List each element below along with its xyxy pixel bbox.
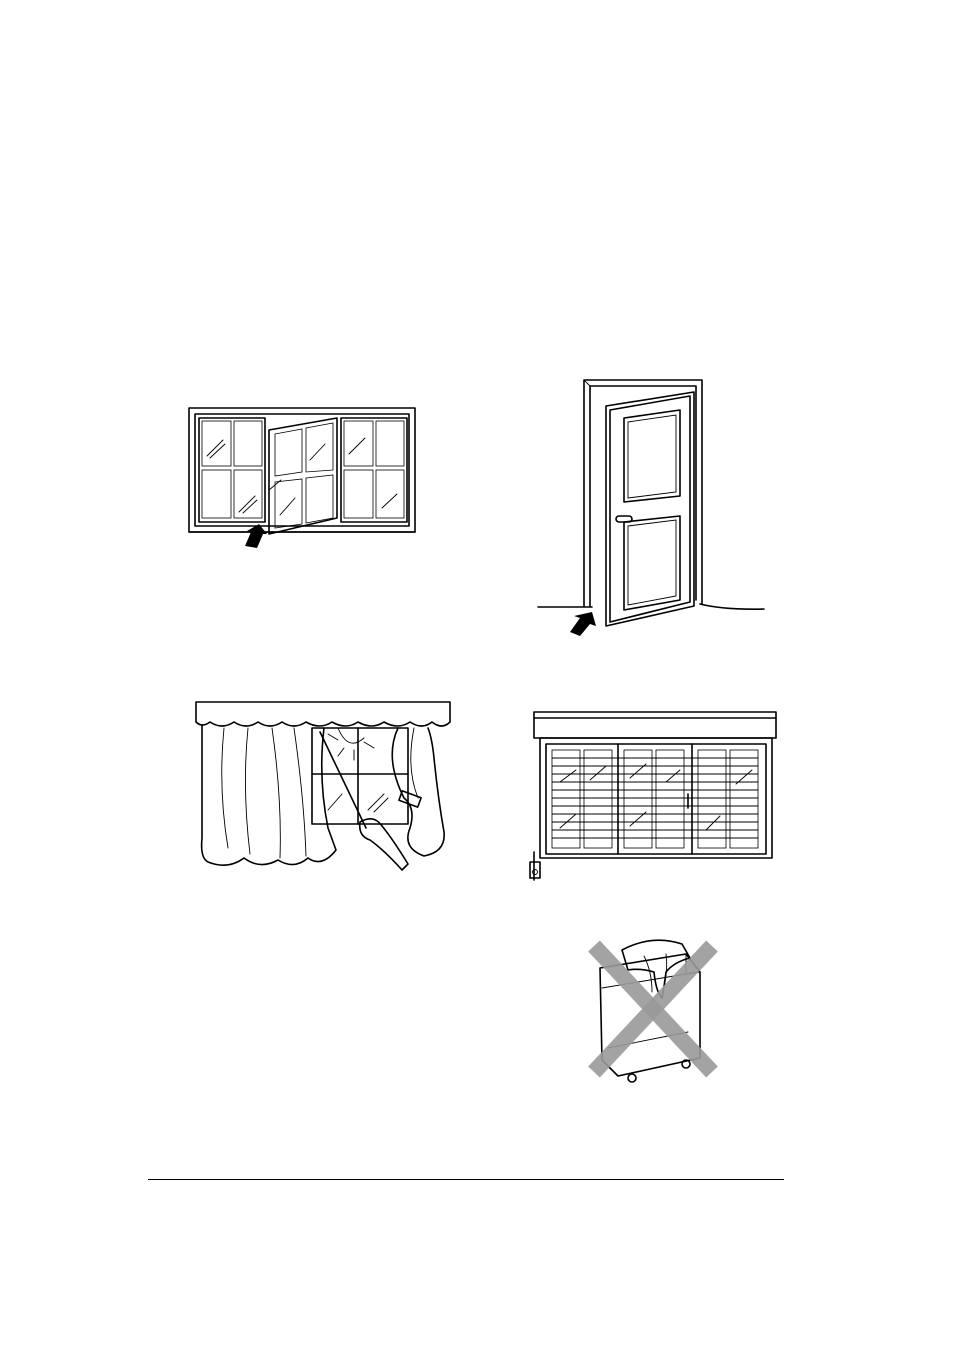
open-door-icon bbox=[534, 374, 769, 639]
prohibited-cross-icon bbox=[582, 932, 722, 1092]
figure-drawn-curtains bbox=[188, 698, 458, 888]
open-window-icon bbox=[185, 400, 425, 550]
curtain-icon bbox=[188, 698, 458, 888]
footer-rule bbox=[148, 1179, 784, 1180]
figure-open-window bbox=[185, 400, 425, 550]
blinds-icon bbox=[530, 708, 780, 883]
figure-closed-blinds bbox=[530, 708, 780, 883]
figure-open-door bbox=[534, 374, 769, 639]
figure-covered-unit-prohibited bbox=[582, 932, 722, 1092]
